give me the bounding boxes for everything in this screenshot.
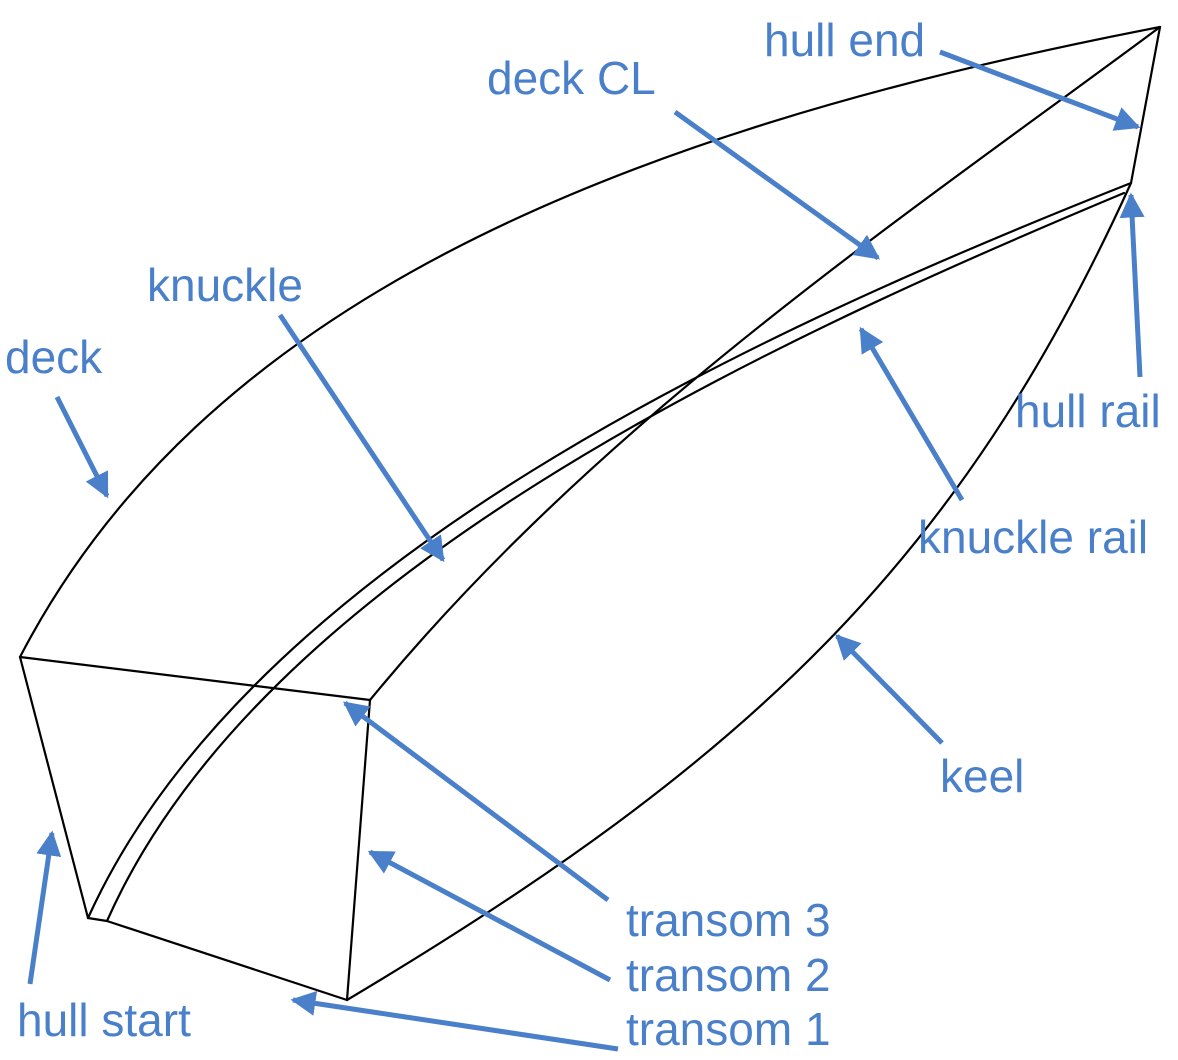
label-hull-end: hull end <box>764 14 925 66</box>
transom-3-arrow <box>342 700 610 903</box>
label-deck-cl: deck CL <box>487 52 656 104</box>
labels: hull end deck CL knuckle deck hull rail … <box>5 14 1161 1055</box>
knuckle-rail-arrow <box>858 326 965 502</box>
deck-cl-arrow <box>673 109 881 261</box>
knuckle-arrow <box>277 313 446 563</box>
hull-start-edge <box>18 655 90 920</box>
label-deck: deck <box>5 331 103 383</box>
label-knuckle-rail: knuckle rail <box>918 511 1148 563</box>
label-transom-2: transom 2 <box>626 949 831 1001</box>
deck-edge <box>18 25 1162 659</box>
deck-centerline <box>368 25 1162 702</box>
pointer-arrows <box>27 49 1145 1052</box>
hull-start-arrow <box>27 830 62 985</box>
label-keel: keel <box>940 750 1024 802</box>
hull-end-edge <box>1129 25 1162 185</box>
deck-arrow <box>54 395 110 499</box>
label-transom-1: transom 1 <box>626 1003 831 1055</box>
transom-bottom-edge <box>86 916 349 1002</box>
transom-2-arrow <box>367 849 612 983</box>
hull-end-arrow <box>939 49 1141 131</box>
label-transom-3: transom 3 <box>626 894 831 946</box>
knuckle-rail-line <box>105 191 1126 923</box>
transom-side-edge <box>345 698 372 1002</box>
keel-line <box>345 181 1133 1002</box>
transom-top-edge <box>18 655 372 702</box>
hull-outline <box>18 25 1162 1002</box>
keel-arrow <box>835 634 944 745</box>
label-hull-start: hull start <box>17 994 191 1046</box>
label-knuckle: knuckle <box>147 259 303 311</box>
hull-rail-arrow <box>1119 192 1145 378</box>
label-hull-rail: hull rail <box>1015 385 1161 437</box>
transom-1-arrow <box>290 990 619 1052</box>
knuckle-line <box>86 181 1133 920</box>
